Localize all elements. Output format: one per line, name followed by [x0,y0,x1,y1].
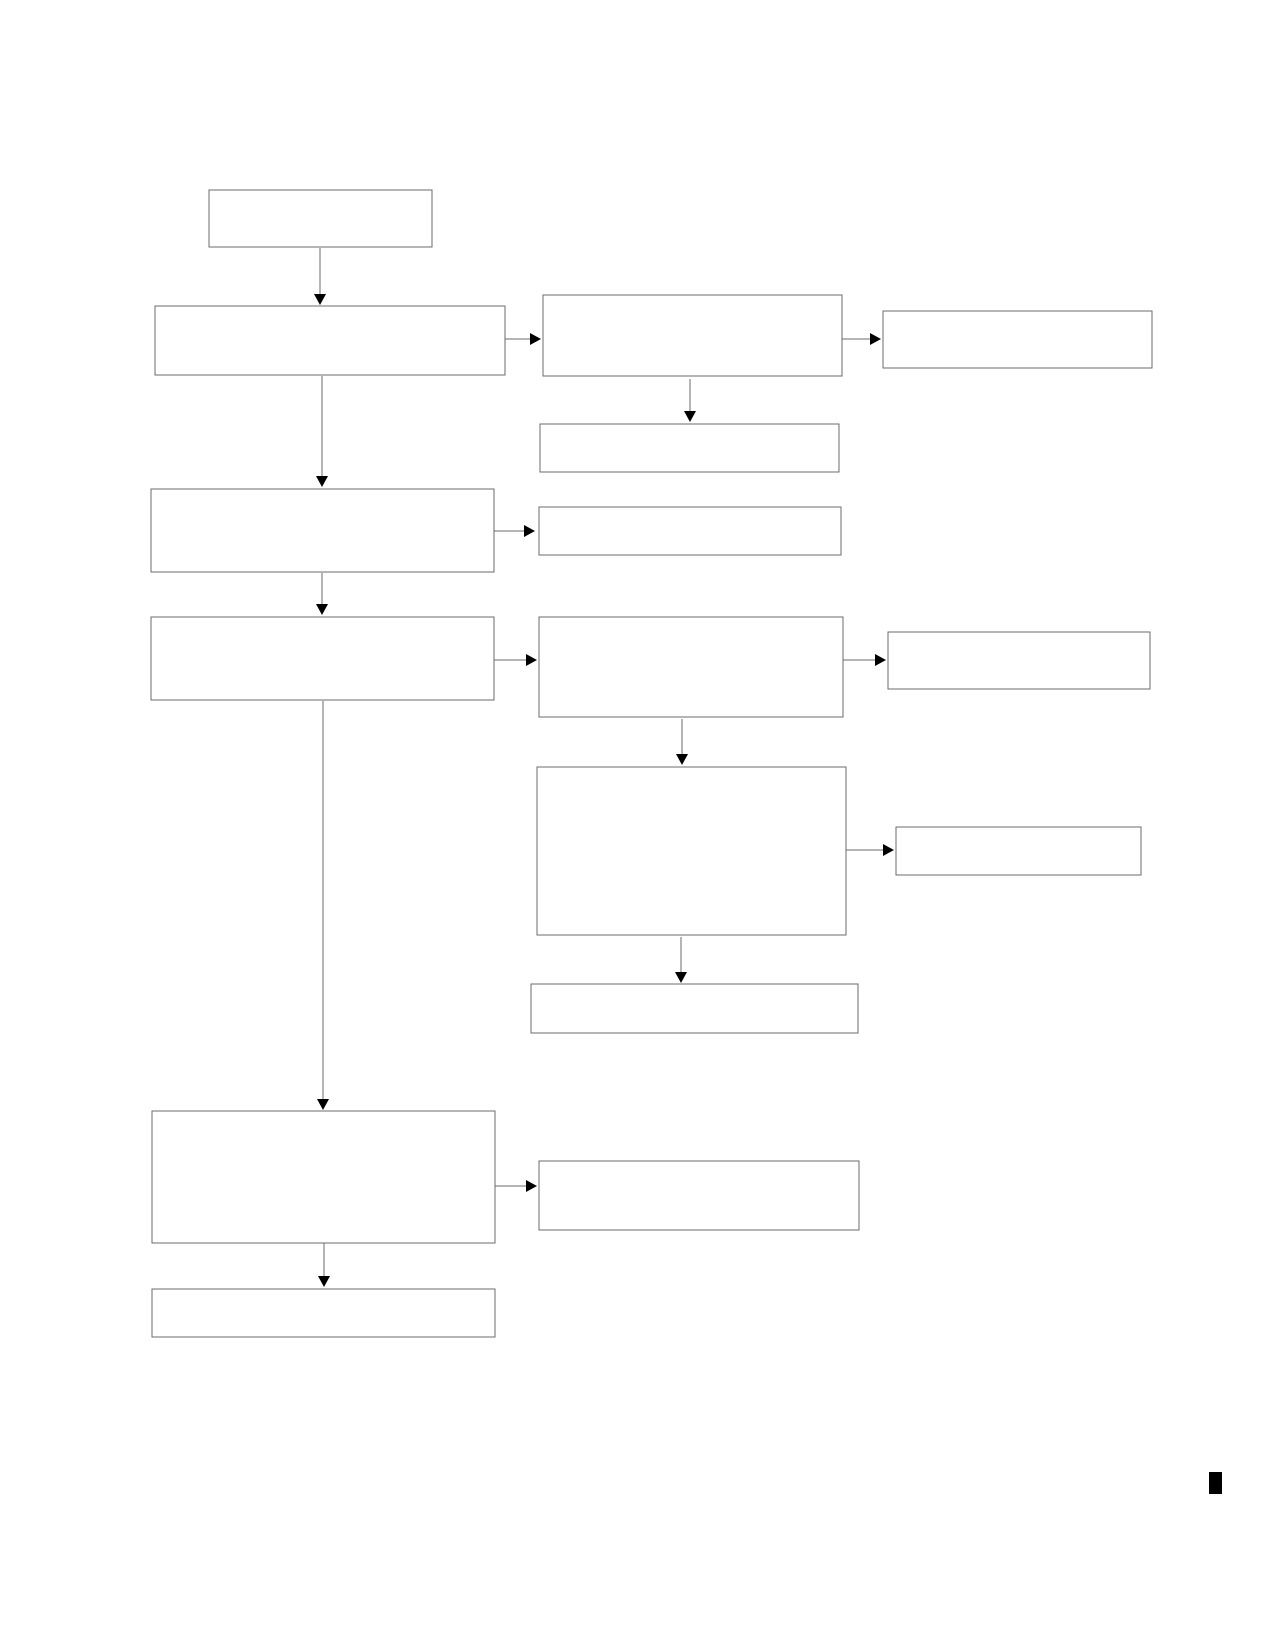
connector-b9-b11 [676,719,688,765]
flow-box-2 [154,305,506,376]
connector-b8-b9 [494,654,537,666]
connector-b11-b13 [675,937,687,983]
connector-b1-b2 [314,248,326,305]
connector-b3-b4 [842,333,881,345]
flow-box-6 [150,488,495,573]
flow-box-14 [151,1110,496,1244]
connector-b2-b3 [504,333,541,345]
connectors [314,248,894,1287]
connector-b14-b16 [318,1243,330,1287]
flow-box-1 [208,189,433,248]
page-edge-marker [1209,1472,1222,1494]
connector-b6-b8 [316,573,328,615]
flow-box-12 [895,826,1142,876]
flow-box-15 [538,1160,860,1231]
flow-box-9 [538,616,844,718]
connector-b9-b10 [843,654,886,666]
connector-b11-b12 [846,844,894,856]
flow-box-4 [882,310,1153,369]
flow-box-5 [539,423,840,473]
flow-box-11 [536,766,847,936]
flow-box-7 [538,506,842,556]
connector-b3-b5 [684,379,696,422]
flow-box-8 [150,616,495,701]
boxes [150,189,1153,1338]
connector-b8-b14 [317,701,329,1110]
flow-box-16 [151,1288,496,1338]
connector-b2-b6 [316,376,328,487]
connector-b14-b15 [495,1180,537,1192]
flow-box-13 [530,983,859,1034]
flow-box-10 [887,631,1151,690]
flow-box-3 [542,294,843,377]
connector-b6-b7 [494,525,535,537]
